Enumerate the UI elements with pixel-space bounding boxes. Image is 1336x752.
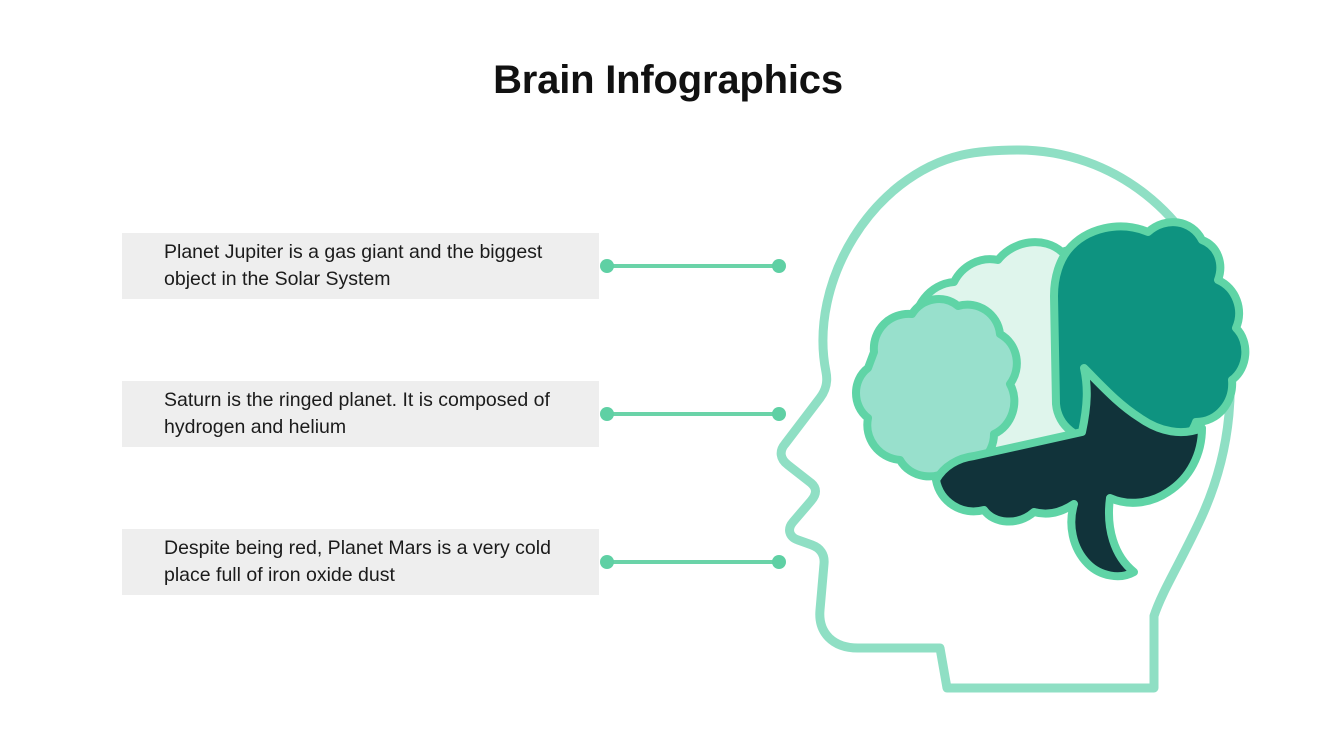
- connector-saturn: [599, 381, 787, 447]
- connector-line: [607, 560, 779, 564]
- connector-dot-right: [772, 555, 786, 569]
- fact-text: Saturn is the ringed planet. It is compo…: [164, 389, 550, 438]
- fact-box-saturn[interactable]: Saturn is the ringed planet. It is compo…: [122, 381, 599, 447]
- connector-line: [607, 412, 779, 416]
- fact-box-mars[interactable]: Despite being red, Planet Mars is a very…: [122, 529, 599, 595]
- fact-row: Despite being red, Planet Mars is a very…: [122, 529, 787, 595]
- page-title: Brain Infographics: [493, 58, 843, 102]
- connector-line: [607, 264, 779, 268]
- connector-dot-left: [600, 555, 614, 569]
- fact-row: Saturn is the ringed planet. It is compo…: [122, 381, 787, 447]
- brain-lobe-temporal-cerebellum-path: [932, 364, 1206, 581]
- brain-illustration: [762, 136, 1262, 696]
- connector-dot-right: [772, 407, 786, 421]
- connector-mars: [599, 529, 787, 595]
- brain-lobe-frontal-path: [852, 295, 1021, 481]
- connector-jupiter: [599, 233, 787, 299]
- fact-text: Planet Jupiter is a gas giant and the bi…: [164, 241, 543, 290]
- fact-box-jupiter[interactable]: Planet Jupiter is a gas giant and the bi…: [122, 233, 599, 299]
- connector-dot-left: [600, 407, 614, 421]
- connector-dot-right: [772, 259, 786, 273]
- fact-text: Despite being red, Planet Mars is a very…: [164, 537, 551, 586]
- connector-dot-left: [600, 259, 614, 273]
- fact-row: Planet Jupiter is a gas giant and the bi…: [122, 233, 787, 299]
